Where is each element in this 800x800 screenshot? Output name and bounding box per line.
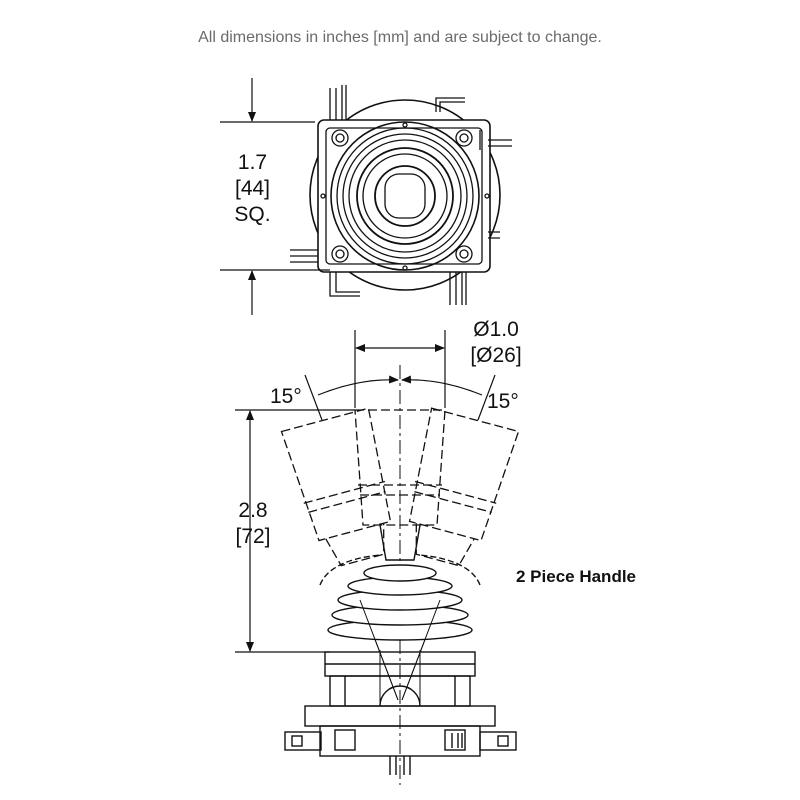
mounting-holes <box>320 122 490 271</box>
handle-tilted-left <box>280 407 392 567</box>
height-dimension <box>235 409 355 653</box>
height-inches: 2.8 <box>238 499 268 522</box>
switch-base <box>284 650 517 775</box>
diameter-mm: [Ø26] <box>470 344 522 367</box>
height-dimension-label: 2.8 [72] <box>228 498 278 550</box>
top-view <box>220 78 512 315</box>
angle-left-label: 15° <box>270 385 302 408</box>
handle-label: 2 Piece Handle <box>516 567 637 586</box>
square-dimension <box>220 78 330 315</box>
square-dimension-mm: [44] <box>234 177 271 200</box>
diameter-inches: Ø1.0 <box>473 318 519 341</box>
square-dimension-inches: 1.7 <box>237 151 268 174</box>
handle-tilted-right <box>408 407 520 567</box>
height-mm: [72] <box>235 525 271 548</box>
diameter-dimension <box>354 330 446 408</box>
square-dimension-suffix: SQ. <box>234 203 271 226</box>
square-dimension-label: 1.7 [44] SQ. <box>225 150 280 228</box>
diameter-label: Ø1.0 [Ø26] <box>460 317 532 369</box>
rubber-boot <box>319 554 481 641</box>
terminal-pins <box>290 85 512 305</box>
angle-right-label: 15° <box>487 390 519 413</box>
disclaimer-note: All dimensions in inches [mm] and are su… <box>198 29 602 46</box>
angle-dimension <box>304 374 496 421</box>
side-view <box>235 330 520 785</box>
